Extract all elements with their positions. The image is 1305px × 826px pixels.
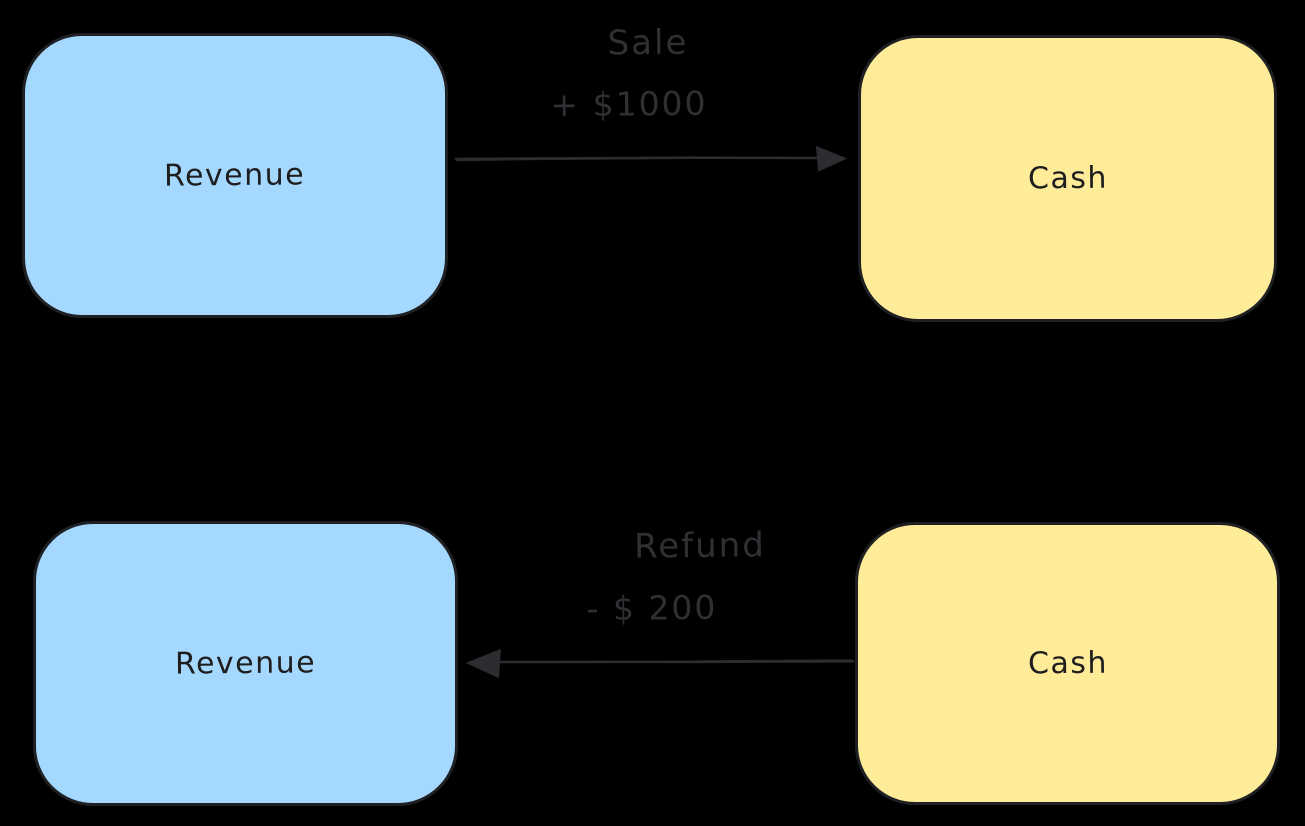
refund-edge-amount: - $ 200: [586, 587, 718, 629]
node-cash-top: Cash: [858, 35, 1277, 322]
refund-edge-label: Refund: [633, 525, 767, 567]
sale-arrow: [454, 145, 848, 172]
refund-arrowhead-icon: [465, 648, 502, 679]
sale-arrow-line: [454, 156, 822, 161]
refund-arrow-line: [497, 660, 855, 664]
sale-edge-amount: + $1000: [550, 83, 708, 125]
sale-edge-label: Sale: [607, 22, 689, 64]
node-revenue-bottom: Revenue: [33, 521, 458, 806]
node-cash-bottom-label: Cash: [1027, 645, 1108, 682]
refund-arrow-line-rough: [701, 659, 852, 663]
node-revenue-top-label: Revenue: [164, 157, 306, 194]
sale-arrowhead-icon: [815, 145, 848, 172]
refund-arrow: [465, 648, 855, 679]
node-revenue-top: Revenue: [22, 33, 448, 318]
sale-arrow-line-rough: [456, 157, 647, 162]
node-revenue-bottom-label: Revenue: [174, 645, 317, 682]
node-cash-top-label: Cash: [1027, 160, 1108, 197]
node-cash-bottom: Cash: [855, 522, 1280, 805]
